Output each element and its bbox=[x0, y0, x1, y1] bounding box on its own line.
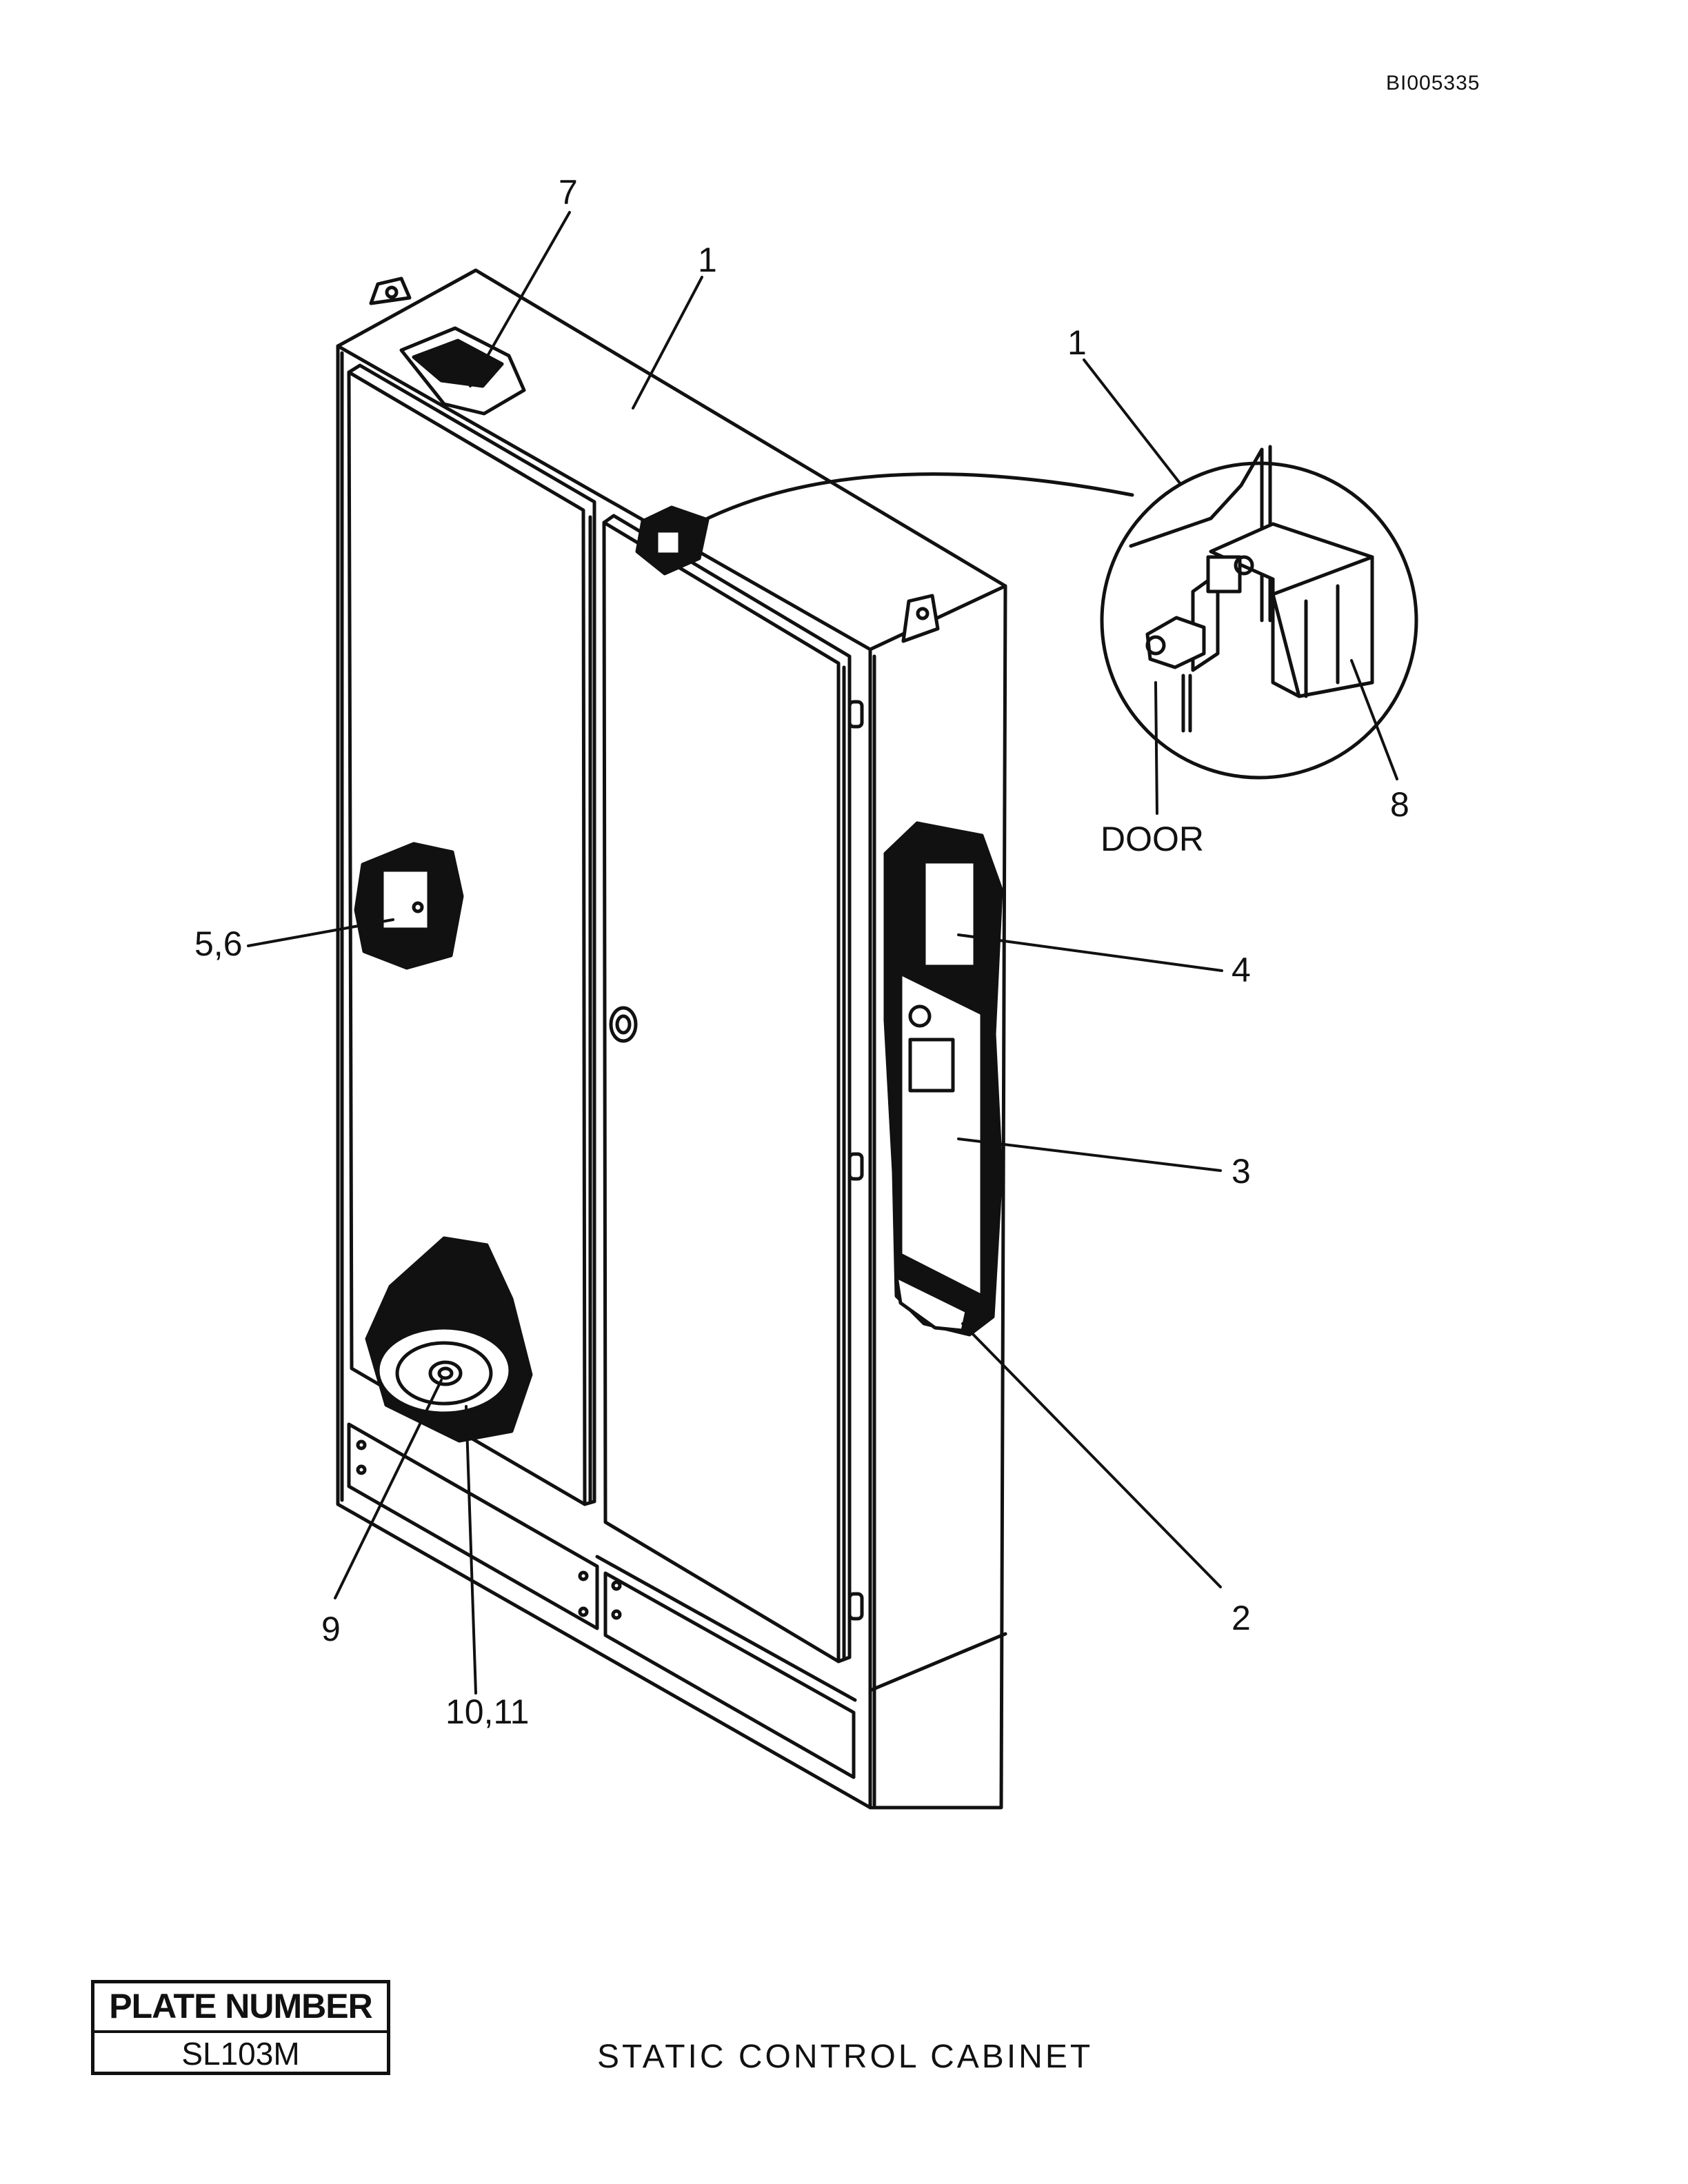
callout-7: 7 bbox=[559, 173, 578, 212]
callout-8: 8 bbox=[1390, 785, 1409, 824]
document-id: BI005335 bbox=[1386, 72, 1480, 94]
callout-10-11: 10,11 bbox=[445, 1692, 529, 1731]
cutout-5-6 bbox=[354, 842, 464, 970]
callout-3: 3 bbox=[1232, 1152, 1251, 1191]
plate-number-value: SL103M bbox=[181, 2036, 300, 2072]
side-cutout bbox=[883, 821, 1003, 1337]
cutout-9-10-11 bbox=[365, 1236, 533, 1443]
callout-1-top: 1 bbox=[698, 241, 717, 279]
left-door bbox=[347, 363, 596, 1506]
lower-panel-left bbox=[347, 1422, 599, 1630]
right-door bbox=[602, 514, 864, 1664]
mounting-tab-right bbox=[901, 594, 940, 643]
callout-9: 9 bbox=[321, 1610, 341, 1648]
callout-1-detail: 1 bbox=[1067, 323, 1087, 362]
plate-number-heading: PLATE NUMBER bbox=[94, 1983, 387, 2033]
plate-number-box: PLATE NUMBER SL103M bbox=[91, 1980, 390, 2075]
top-opening-cutout bbox=[399, 326, 526, 416]
leader-lines bbox=[247, 211, 1398, 1695]
mounting-tab-left bbox=[369, 276, 412, 305]
lower-panel-middle bbox=[603, 1571, 856, 1779]
callout-2: 2 bbox=[1232, 1599, 1251, 1637]
detail-circle bbox=[692, 445, 1418, 780]
callout-5-6: 5,6 bbox=[194, 924, 243, 963]
top-latch bbox=[635, 505, 710, 576]
callout-door: DOOR bbox=[1101, 820, 1204, 858]
figure-caption: STATIC CONTROL CABINET bbox=[597, 2039, 1094, 2075]
callout-4: 4 bbox=[1232, 951, 1251, 989]
